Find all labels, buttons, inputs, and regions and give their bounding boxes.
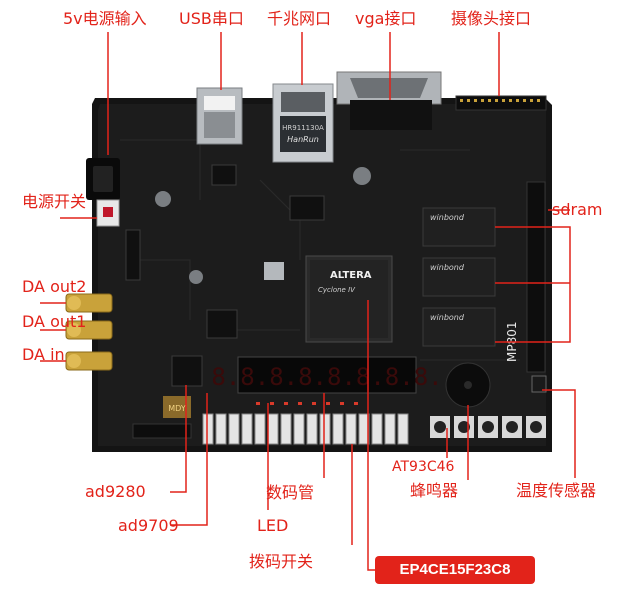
small-ics <box>125 164 325 387</box>
callout-lines <box>40 32 576 571</box>
sdram-chip-2: winbond <box>422 257 496 297</box>
label-power-input: 5v电源输入 <box>63 9 147 28</box>
label-fpga-chip: EP4CE15F23C8 <box>399 561 511 578</box>
fpga-chip-badge: EP4CE15F23C8 <box>375 556 535 584</box>
label-ad9709: ad9709 <box>118 516 179 535</box>
logo-text: MDY <box>168 404 186 413</box>
seven-segment-display: 8.8.8.8.8.8.8.8. <box>211 356 443 394</box>
push-buttons <box>430 416 546 438</box>
label-power-switch: 电源开关 <box>22 192 87 211</box>
sdram-brand-text: winbond <box>430 263 465 272</box>
label-buzzer: 蜂鸣器 <box>410 481 459 500</box>
capacitors <box>155 167 371 284</box>
label-sdram: sdram <box>552 200 603 219</box>
camera-header <box>455 95 547 111</box>
sdram-chips: winbond winbond winbond <box>422 207 496 347</box>
label-ad9280: ad9280 <box>85 482 146 501</box>
sma-da-out2 <box>65 293 113 313</box>
label-temp-sensor: 温度传感器 <box>516 481 597 500</box>
ethernet-part-text: HR911130A <box>282 124 324 132</box>
usb-connector <box>196 87 243 145</box>
label-dip-switch: 拨码开关 <box>249 552 314 571</box>
sma-connectors <box>65 293 113 371</box>
dip-switches <box>202 413 409 445</box>
label-vga-port: vga接口 <box>355 9 417 28</box>
mdy-logo: MDY <box>163 396 191 418</box>
bottom-header <box>132 423 192 439</box>
power-switch <box>96 199 120 227</box>
label-eeprom: AT93C46 <box>392 459 455 475</box>
led-row <box>256 402 358 405</box>
seven-segment-digits: 8.8.8.8.8.8.8.8. <box>211 363 442 391</box>
label-da-out2: DA out2 <box>22 277 87 296</box>
ethernet-brand-text: HanRun <box>287 135 319 144</box>
sdram-brand-text: winbond <box>430 313 465 322</box>
label-da-in: DA in <box>22 345 65 364</box>
fpga-brand-text: ALTERA <box>330 270 372 281</box>
sma-da-out1 <box>65 320 113 340</box>
label-seven-segment: 数码管 <box>266 483 315 502</box>
sdram-brand-text: winbond <box>430 213 465 222</box>
ethernet-jack: HR911130A HanRun <box>272 83 334 163</box>
label-gigabit-ethernet: 千兆网口 <box>267 9 332 28</box>
power-jack <box>86 158 120 200</box>
sdram-chip-1: winbond <box>422 207 496 247</box>
fpga-chip: ALTERA Cyclone IV <box>305 255 393 343</box>
buzzer <box>445 362 491 408</box>
sdram-chip-3: winbond <box>422 307 496 347</box>
side-header <box>526 181 546 373</box>
vga-connector <box>336 71 442 130</box>
label-camera-port: 摄像头接口 <box>451 9 532 28</box>
temperature-sensor <box>531 375 547 393</box>
label-usb-serial: USB串口 <box>179 9 244 28</box>
label-led: LED <box>257 516 289 535</box>
fpga-family-text: Cyclone IV <box>318 286 356 294</box>
sma-da-in <box>65 351 113 371</box>
label-da-out1: DA out1 <box>22 312 87 331</box>
